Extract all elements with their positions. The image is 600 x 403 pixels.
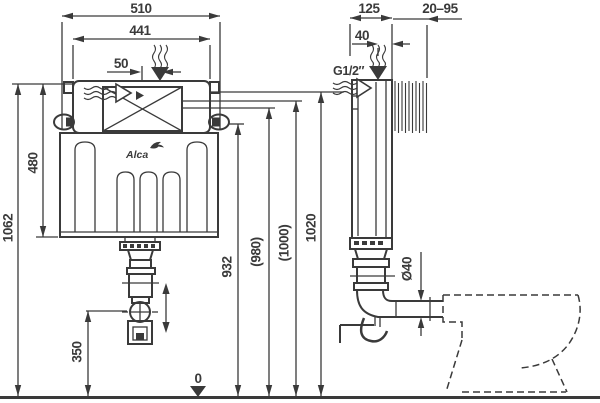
dim-o40-label: Ø40 — [400, 257, 415, 281]
brand-logo: Alca — [125, 141, 164, 161]
dimension-1020: 1020 — [211, 91, 344, 396]
dimension-40: 40 — [352, 28, 410, 56]
dimension-125: 125 — [349, 1, 393, 79]
inspection-opening — [102, 86, 183, 132]
dim-441-label: 441 — [129, 23, 151, 38]
dim-350-label: 350 — [70, 341, 85, 362]
right-fixing-bracket — [208, 113, 230, 131]
dimension-o40: Ø40 — [400, 252, 425, 336]
dimension-350: 350 — [70, 310, 127, 396]
dim-980-label: (980) — [249, 237, 264, 267]
logo-text: Alca — [125, 149, 148, 161]
dim-20-95-label: 20–95 — [422, 1, 458, 16]
dim-480-label: 480 — [26, 152, 41, 173]
inlet-thread-label: G1/2″ — [333, 64, 364, 78]
dimension-1000: (1000) — [183, 100, 302, 396]
right-top-bracket — [209, 81, 220, 94]
wall-section — [394, 81, 428, 133]
control-housing — [72, 80, 211, 134]
side-water-inlet-down-icon — [369, 44, 387, 80]
dim-1000-label: (1000) — [277, 225, 292, 262]
dim-932-label: 932 — [220, 256, 235, 277]
left-fixing-bracket — [53, 113, 75, 131]
side-water-inlet-right-icon — [332, 77, 373, 99]
dim-50-label: 50 — [114, 56, 128, 71]
water-inlet-right-icon — [83, 82, 144, 104]
front-view: Alca — [53, 44, 230, 397]
dim-40-label: 40 — [355, 28, 369, 43]
dim-1062-label: 1062 — [1, 214, 16, 242]
dimension-480: 480 — [26, 84, 58, 238]
flush-valve-assembly — [119, 236, 161, 345]
dim-125-label: 125 — [358, 1, 380, 16]
dimension-932: 932 — [220, 123, 244, 396]
side-view: G1/2″ — [332, 44, 581, 393]
dimension-1062: 1062 — [1, 83, 72, 396]
dim-1020-label: 1020 — [304, 214, 319, 242]
dimension-50: 50 — [107, 56, 181, 80]
cistern-side-profile — [351, 79, 393, 239]
floor-level-label: 0 — [194, 371, 201, 386]
dim-510-label: 510 — [130, 1, 151, 16]
toilet-outline — [442, 294, 581, 393]
adjustable-height-arrow-icon — [162, 283, 170, 333]
water-inlet-down-icon — [151, 44, 169, 81]
side-flush-outlet — [349, 237, 443, 321]
dimension-510: 510 — [61, 1, 221, 130]
left-top-bracket — [63, 81, 74, 94]
zero-level-marker: 0 — [190, 371, 206, 397]
floor-bracket — [339, 317, 389, 343]
dimension-441: 441 — [72, 23, 211, 79]
logo-bird-icon — [150, 141, 164, 149]
dimension-980: (980) — [183, 107, 275, 396]
dimension-20-95: 20–95 — [393, 1, 462, 78]
